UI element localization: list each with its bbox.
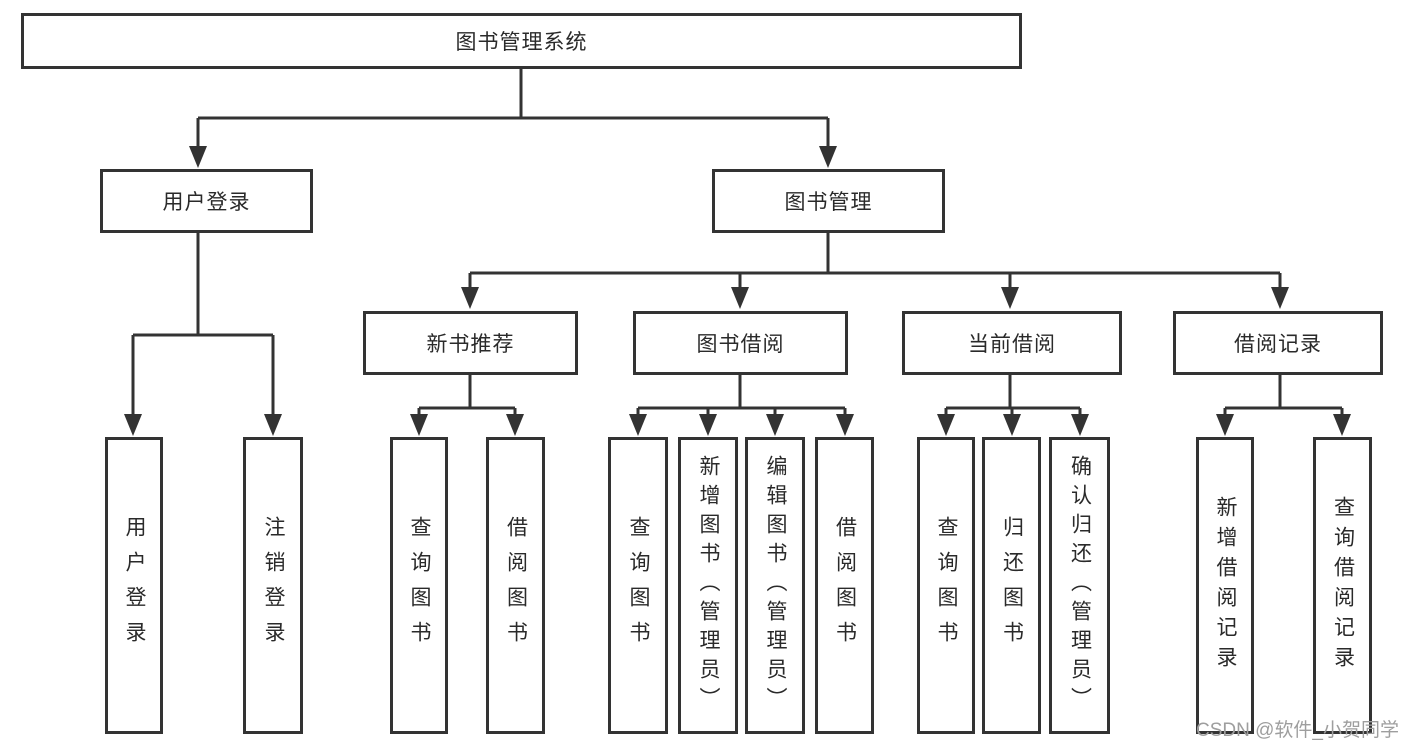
node-book-management: 图书管理: [712, 169, 945, 233]
node-label: 查询图书: [935, 515, 958, 656]
node-label: 归还图书: [1000, 515, 1024, 656]
leaf-records-query-record: 查询借阅记录: [1313, 437, 1372, 734]
node-label: 新增图书（管理员）: [697, 455, 720, 716]
leaf-current-return-books: 归还图书: [982, 437, 1041, 734]
node-label: 用户登录: [162, 191, 251, 214]
node-label: 图书借阅: [696, 333, 785, 356]
leaf-recommend-borrow-books: 借阅图书: [486, 437, 545, 734]
node-user-login: 用户登录: [100, 169, 313, 233]
node-label: 用户登录: [123, 515, 146, 656]
node-label: 借阅记录: [1234, 333, 1322, 356]
node-book-borrow: 图书借阅: [633, 311, 848, 375]
leaf-borrow-add-books-admin: 新增图书（管理员）: [678, 437, 738, 734]
node-label: 借阅图书: [833, 515, 857, 656]
node-current-borrow: 当前借阅: [902, 311, 1122, 375]
node-borrow-records: 借阅记录: [1173, 311, 1383, 375]
leaf-current-confirm-return-admin: 确认归还（管理员）: [1049, 437, 1110, 734]
leaf-logout: 注销登录: [243, 437, 303, 734]
node-new-book-recommend: 新书推荐: [363, 311, 578, 375]
leaf-user-login: 用户登录: [105, 437, 163, 734]
node-label: 确认归还（管理员）: [1068, 455, 1092, 716]
leaf-current-query-books: 查询图书: [917, 437, 975, 734]
node-label: 借阅图书: [504, 515, 528, 656]
node-label: 当前借阅: [968, 333, 1056, 356]
arrowheads: [124, 146, 1351, 436]
node-label: 查询借阅记录: [1331, 495, 1355, 676]
csdn-watermark: CSDN @软件_小贺同学: [1196, 720, 1399, 741]
node-label: 查询图书: [627, 515, 650, 656]
node-label: 图书管理: [784, 191, 873, 214]
node-root-system: 图书管理系统: [21, 13, 1022, 69]
node-label: 查询图书: [408, 515, 431, 656]
node-label: 编辑图书（管理员）: [764, 455, 787, 716]
node-label: 注销登录: [262, 515, 285, 656]
leaf-borrow-borrow-books: 借阅图书: [815, 437, 874, 734]
node-label: 图书管理系统: [455, 31, 588, 54]
node-label: 新增借阅记录: [1214, 495, 1237, 676]
leaf-borrow-edit-books-admin: 编辑图书（管理员）: [745, 437, 805, 734]
leaf-records-add-record: 新增借阅记录: [1196, 437, 1254, 734]
leaf-recommend-query-books: 查询图书: [390, 437, 448, 734]
leaf-borrow-query-books: 查询图书: [608, 437, 668, 734]
node-label: 新书推荐: [426, 333, 515, 356]
